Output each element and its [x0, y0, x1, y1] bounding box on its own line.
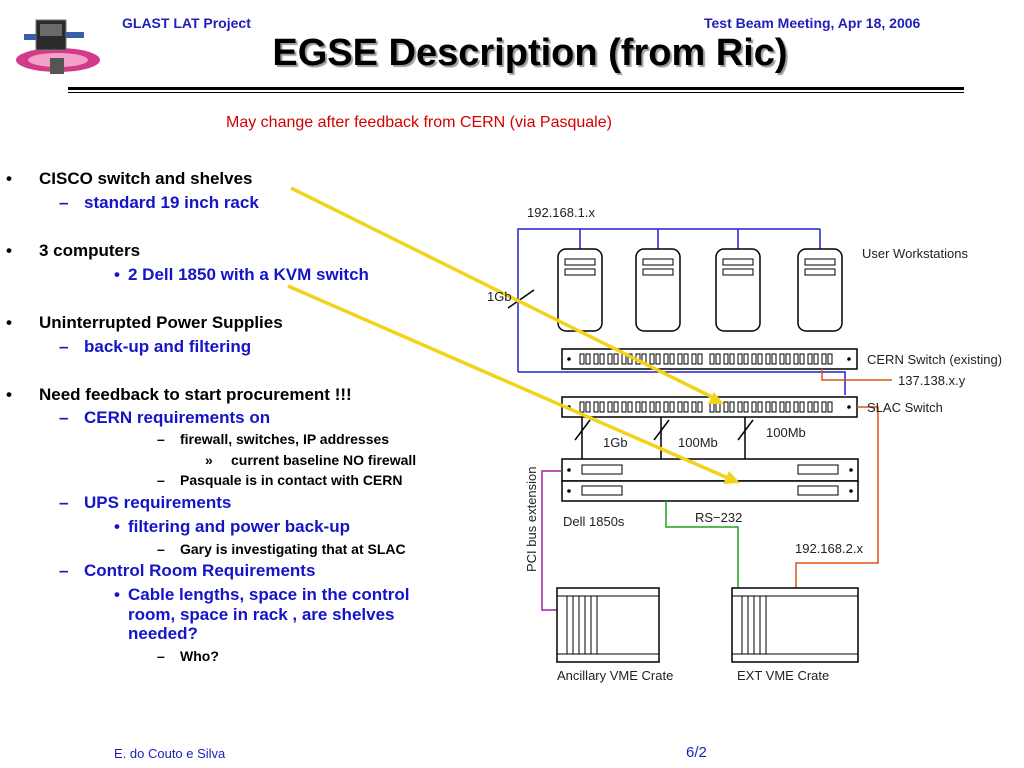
network-192-168-1 [517, 228, 846, 395]
outline-item: Need feedback to start procurement !!! [39, 385, 352, 404]
label-cern-ip: 137.138.x.y [898, 373, 966, 388]
label-link-100mb-a: 100Mb [678, 435, 718, 450]
workstation-tower [557, 248, 603, 332]
label-user-workstations: User Workstations [862, 246, 968, 261]
label-net-top: 192.168.1.x [527, 205, 595, 220]
annotation-arrows [287, 186, 740, 484]
slac-switch [561, 396, 858, 418]
outline-item: back-up and filtering [84, 337, 252, 356]
bullet-marker: • [114, 517, 120, 536]
bullet-marker: » [205, 452, 213, 468]
outline-item: 3 computers [39, 241, 141, 260]
cern-switch [561, 348, 858, 370]
footer-author: E. do Couto e Silva [114, 746, 226, 761]
label-link-1gb: 1Gb [603, 435, 628, 450]
outline-item: standard 19 inch rack [84, 193, 259, 212]
outline-item: firewall, switches, IP addresses [180, 431, 390, 447]
label-pci: PCI bus extension [524, 466, 539, 572]
ancillary-vme-crate [556, 587, 660, 663]
outline-item: Pasquale is in contact with CERN [180, 472, 403, 488]
bullet-marker: • [114, 265, 120, 284]
workstation-tower [797, 248, 843, 332]
glast-logo [16, 19, 100, 74]
bullet-marker: • [6, 241, 12, 260]
outline-item: Cable lengths, space in the control [128, 585, 410, 604]
outline-item: needed? [128, 624, 198, 643]
switch-to-dell-links [581, 417, 746, 459]
bullet-marker: – [59, 337, 69, 356]
outline-item: CISCO switch and shelves [39, 169, 253, 188]
workstation-tower [635, 248, 681, 332]
page-number: 6/2 [686, 744, 707, 761]
title-rule-thin [68, 92, 964, 93]
bullet-marker: • [114, 585, 120, 604]
bullet-marker: • [6, 385, 12, 404]
bullet-marker: • [6, 313, 12, 332]
bullet-marker: – [59, 408, 69, 427]
outline-item: Gary is investigating that at SLAC [180, 541, 406, 557]
bullet-marker: – [59, 193, 69, 212]
bullet-marker: – [59, 493, 69, 512]
slide-subtitle: May change after feedback from CERN (via… [226, 114, 612, 131]
label-cern-switch: CERN Switch (existing) [867, 352, 1002, 367]
ext-vme-crate [731, 587, 859, 663]
slide-title: EGSE Description (from Ric) [272, 32, 788, 74]
outline-item: filtering and power back-up [128, 517, 350, 536]
bullet-marker: – [157, 472, 165, 488]
meeting-info: Test Beam Meeting, Apr 18, 2006 [704, 15, 921, 31]
label-dell: Dell 1850s [563, 514, 625, 529]
bullet-marker: – [157, 541, 165, 557]
outline-item: CERN requirements on [84, 408, 271, 427]
label-link-1gb-top: 1Gb [487, 289, 512, 304]
label-ext: EXT VME Crate [737, 668, 829, 683]
outline-item: Control Room Requirements [84, 561, 316, 580]
outline-item: current baseline NO firewall [231, 452, 417, 468]
label-link-100mb-b: 100Mb [766, 425, 806, 440]
dell-1850-server [561, 480, 859, 502]
outline-item: UPS requirements [84, 493, 232, 512]
label-net-bottom: 192.168.2.x [795, 541, 863, 556]
bullet-marker: – [157, 431, 165, 447]
outline-item: Who? [180, 648, 219, 664]
label-slac-switch: SLAC Switch [867, 400, 943, 415]
title-rule [68, 87, 964, 90]
bullet-marker: – [59, 561, 69, 580]
label-rs232: RS−232 [695, 510, 742, 525]
workstation-tower [715, 248, 761, 332]
pci-bus-link [541, 470, 562, 611]
project-name: GLAST LAT Project [122, 15, 251, 31]
rs232-link [665, 501, 739, 590]
label-ancillary: Ancillary VME Crate [557, 668, 673, 683]
bullet-marker: – [157, 648, 165, 664]
bullet-marker: • [6, 169, 12, 188]
cern-link [821, 369, 892, 381]
outline-item: 2 Dell 1850 with a KVM switch [128, 265, 369, 284]
network-192-168-2 [795, 406, 879, 590]
outline-item: room, space in rack , are shelves [128, 605, 395, 624]
outline-item: Uninterrupted Power Supplies [39, 313, 283, 332]
